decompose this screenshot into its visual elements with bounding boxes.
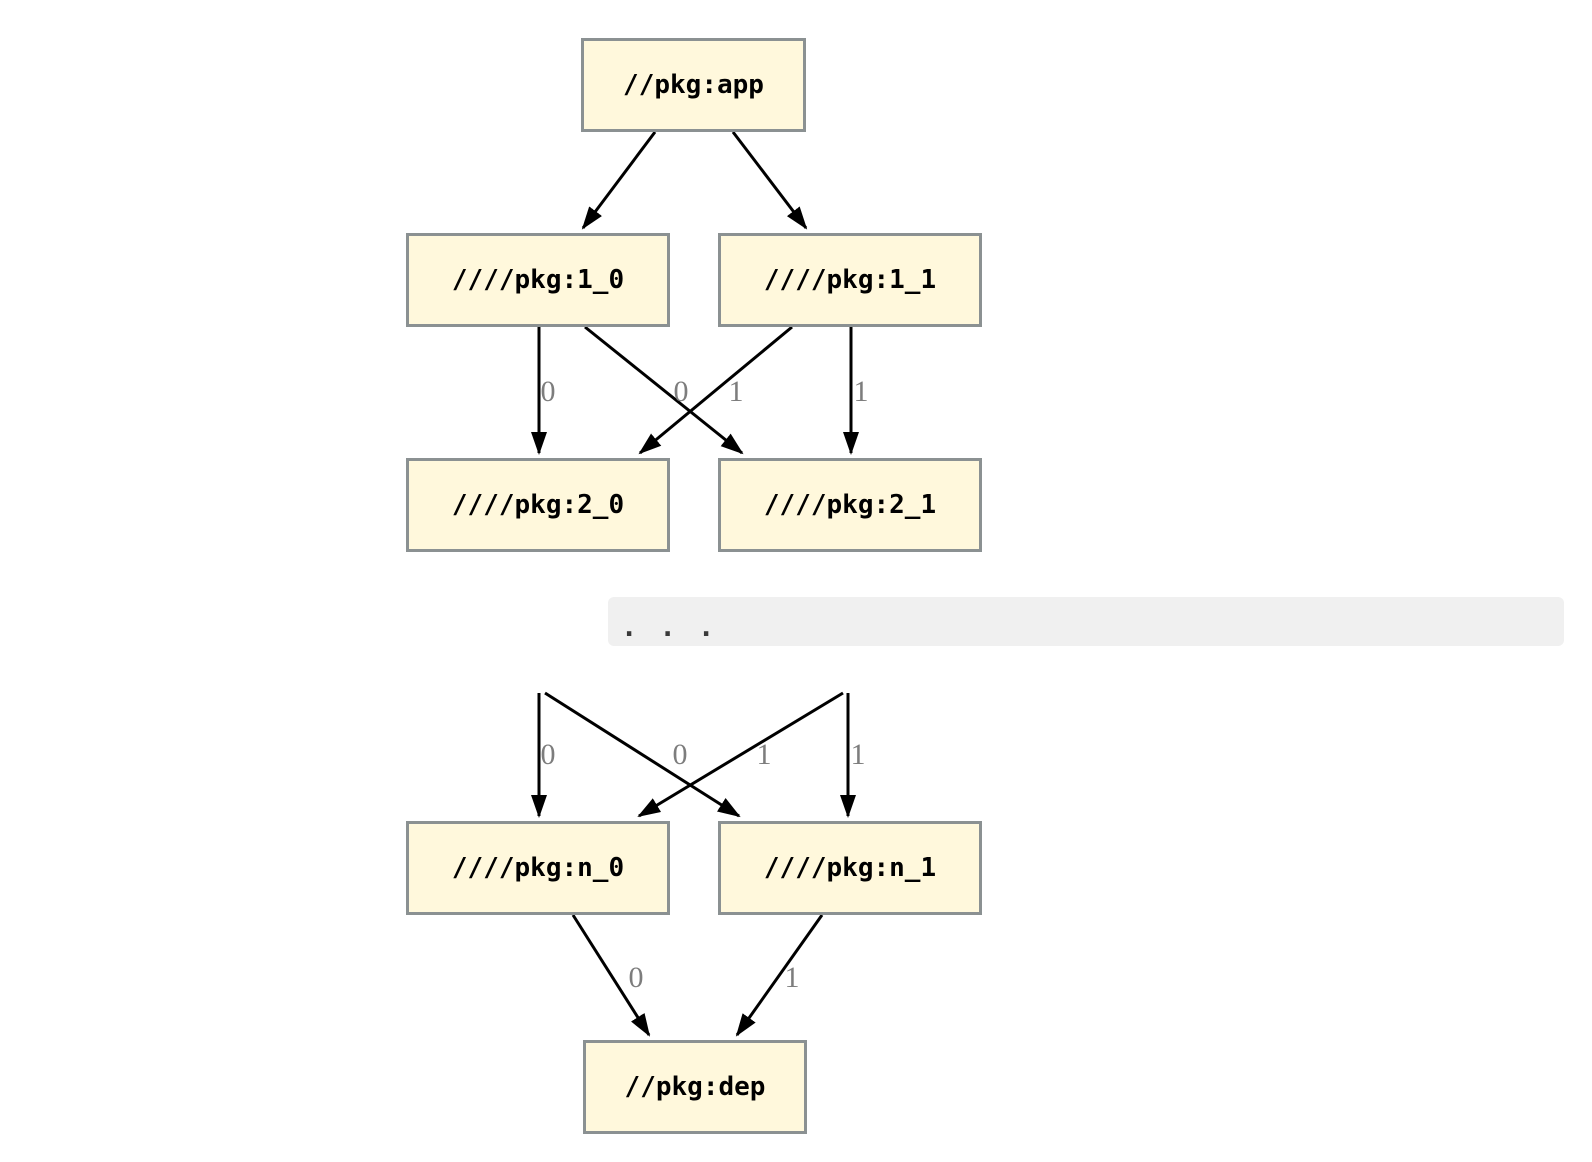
edge-1_1-to-2_0: [638, 325, 793, 455]
node-pkg-2_0: ////pkg:2_0: [406, 458, 670, 552]
ellipsis-text: . . .: [621, 612, 718, 643]
node-pkg-n_0-label: ////pkg:n_0: [451, 853, 625, 883]
edge-app-to-1_0: [581, 131, 657, 230]
node-pkg-app: //pkg:app: [581, 38, 806, 132]
edge-label-elided-to-n_0-cross: 1: [756, 738, 772, 771]
edge-app-to-1_1: [731, 131, 808, 230]
node-pkg-2_1: ////pkg:2_1: [718, 458, 982, 552]
node-pkg-1_0-label: ////pkg:1_0: [451, 265, 625, 295]
edge-label-1_0-to-2_0: 0: [540, 375, 556, 408]
node-pkg-dep-label: //pkg:dep: [624, 1072, 766, 1102]
edge-elided-to-n_1-cross: [544, 691, 741, 818]
node-pkg-dep: //pkg:dep: [583, 1040, 807, 1134]
node-pkg-1_1: ////pkg:1_1: [718, 233, 982, 327]
edge-elided-to-n_0-cross: [637, 691, 844, 818]
edge-label-1_1-to-2_1: 1: [853, 375, 869, 408]
elided-tiers-band: . . .: [608, 597, 1564, 646]
node-pkg-1_1-label: ////pkg:1_1: [763, 265, 937, 295]
edge-label-1_0-to-2_1: 0: [673, 375, 689, 408]
node-pkg-2_1-label: ////pkg:2_1: [763, 490, 937, 520]
node-pkg-n_1-label: ////pkg:n_1: [763, 853, 937, 883]
edge-label-elided-to-n_1-straight: 1: [850, 738, 866, 771]
node-pkg-1_0: ////pkg:1_0: [406, 233, 670, 327]
edge-1_0-to-2_1: [584, 325, 744, 455]
node-pkg-n_1: ////pkg:n_1: [718, 821, 982, 915]
edge-n_0-to-dep: [571, 914, 651, 1037]
edge-label-elided-to-n_0-straight: 0: [540, 738, 556, 771]
edge-label-n_1-to-dep: 1: [784, 961, 800, 994]
node-pkg-app-label: //pkg:app: [623, 70, 764, 100]
node-pkg-n_0: ////pkg:n_0: [406, 821, 670, 915]
edge-label-n_0-to-dep: 0: [628, 961, 644, 994]
edge-n_1-to-dep: [735, 914, 824, 1037]
edge-label-elided-to-n_1-cross: 0: [672, 738, 688, 771]
edge-label-1_1-to-2_0: 1: [728, 375, 744, 408]
node-pkg-2_0-label: ////pkg:2_0: [451, 490, 625, 520]
